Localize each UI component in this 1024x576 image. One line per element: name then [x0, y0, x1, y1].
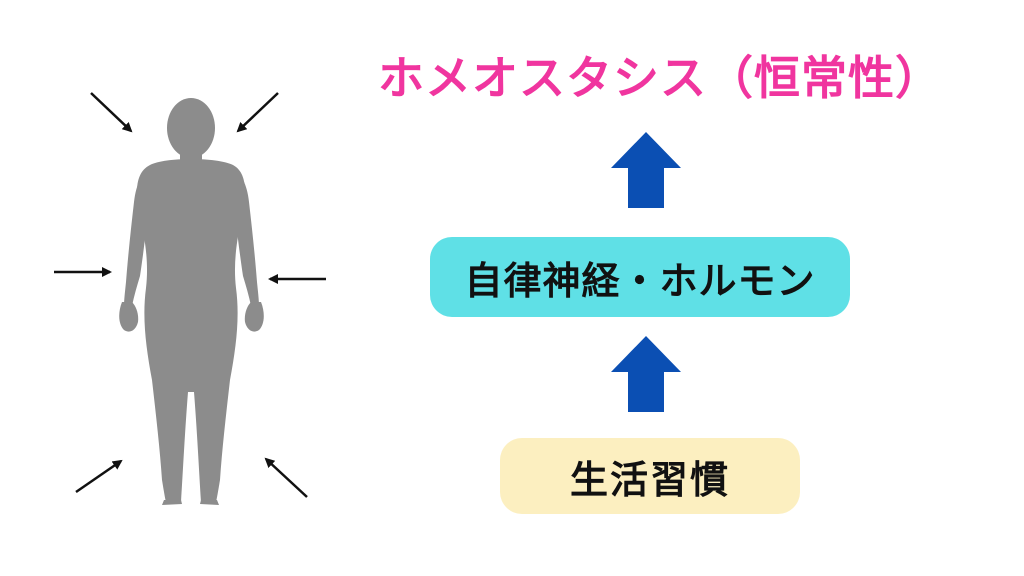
body-right-foot [200, 500, 219, 505]
pressure-arrows [54, 92, 326, 498]
inward-arrow-icon [264, 457, 308, 498]
human-body-illustration [54, 92, 326, 505]
body-left-foot [162, 500, 182, 505]
human-body-silhouette-icon [119, 98, 264, 505]
autonomic-nerves-hormones-box: 自律神経・ホルモン [430, 237, 850, 317]
up-arrow-icon [611, 132, 681, 208]
body-left-arm [124, 168, 152, 306]
up-arrow-icon [611, 336, 681, 412]
body-torso-legs [136, 159, 246, 502]
body-right-hand [244, 302, 264, 332]
body-head [167, 98, 215, 158]
inward-arrow-icon [236, 92, 279, 133]
body-left-hand [119, 302, 139, 332]
page-title: ホメオスタシス（恒常性） [378, 51, 942, 105]
lifestyle-habits-label: 生活習慣 [569, 457, 730, 502]
lifestyle-habits-box: 生活習慣 [500, 438, 800, 514]
inward-arrow-icon [75, 459, 123, 494]
body-right-arm [231, 168, 259, 306]
autonomic-nerves-hormones-label: 自律神経・ホルモン [464, 258, 816, 303]
inward-arrow-icon [90, 92, 133, 133]
